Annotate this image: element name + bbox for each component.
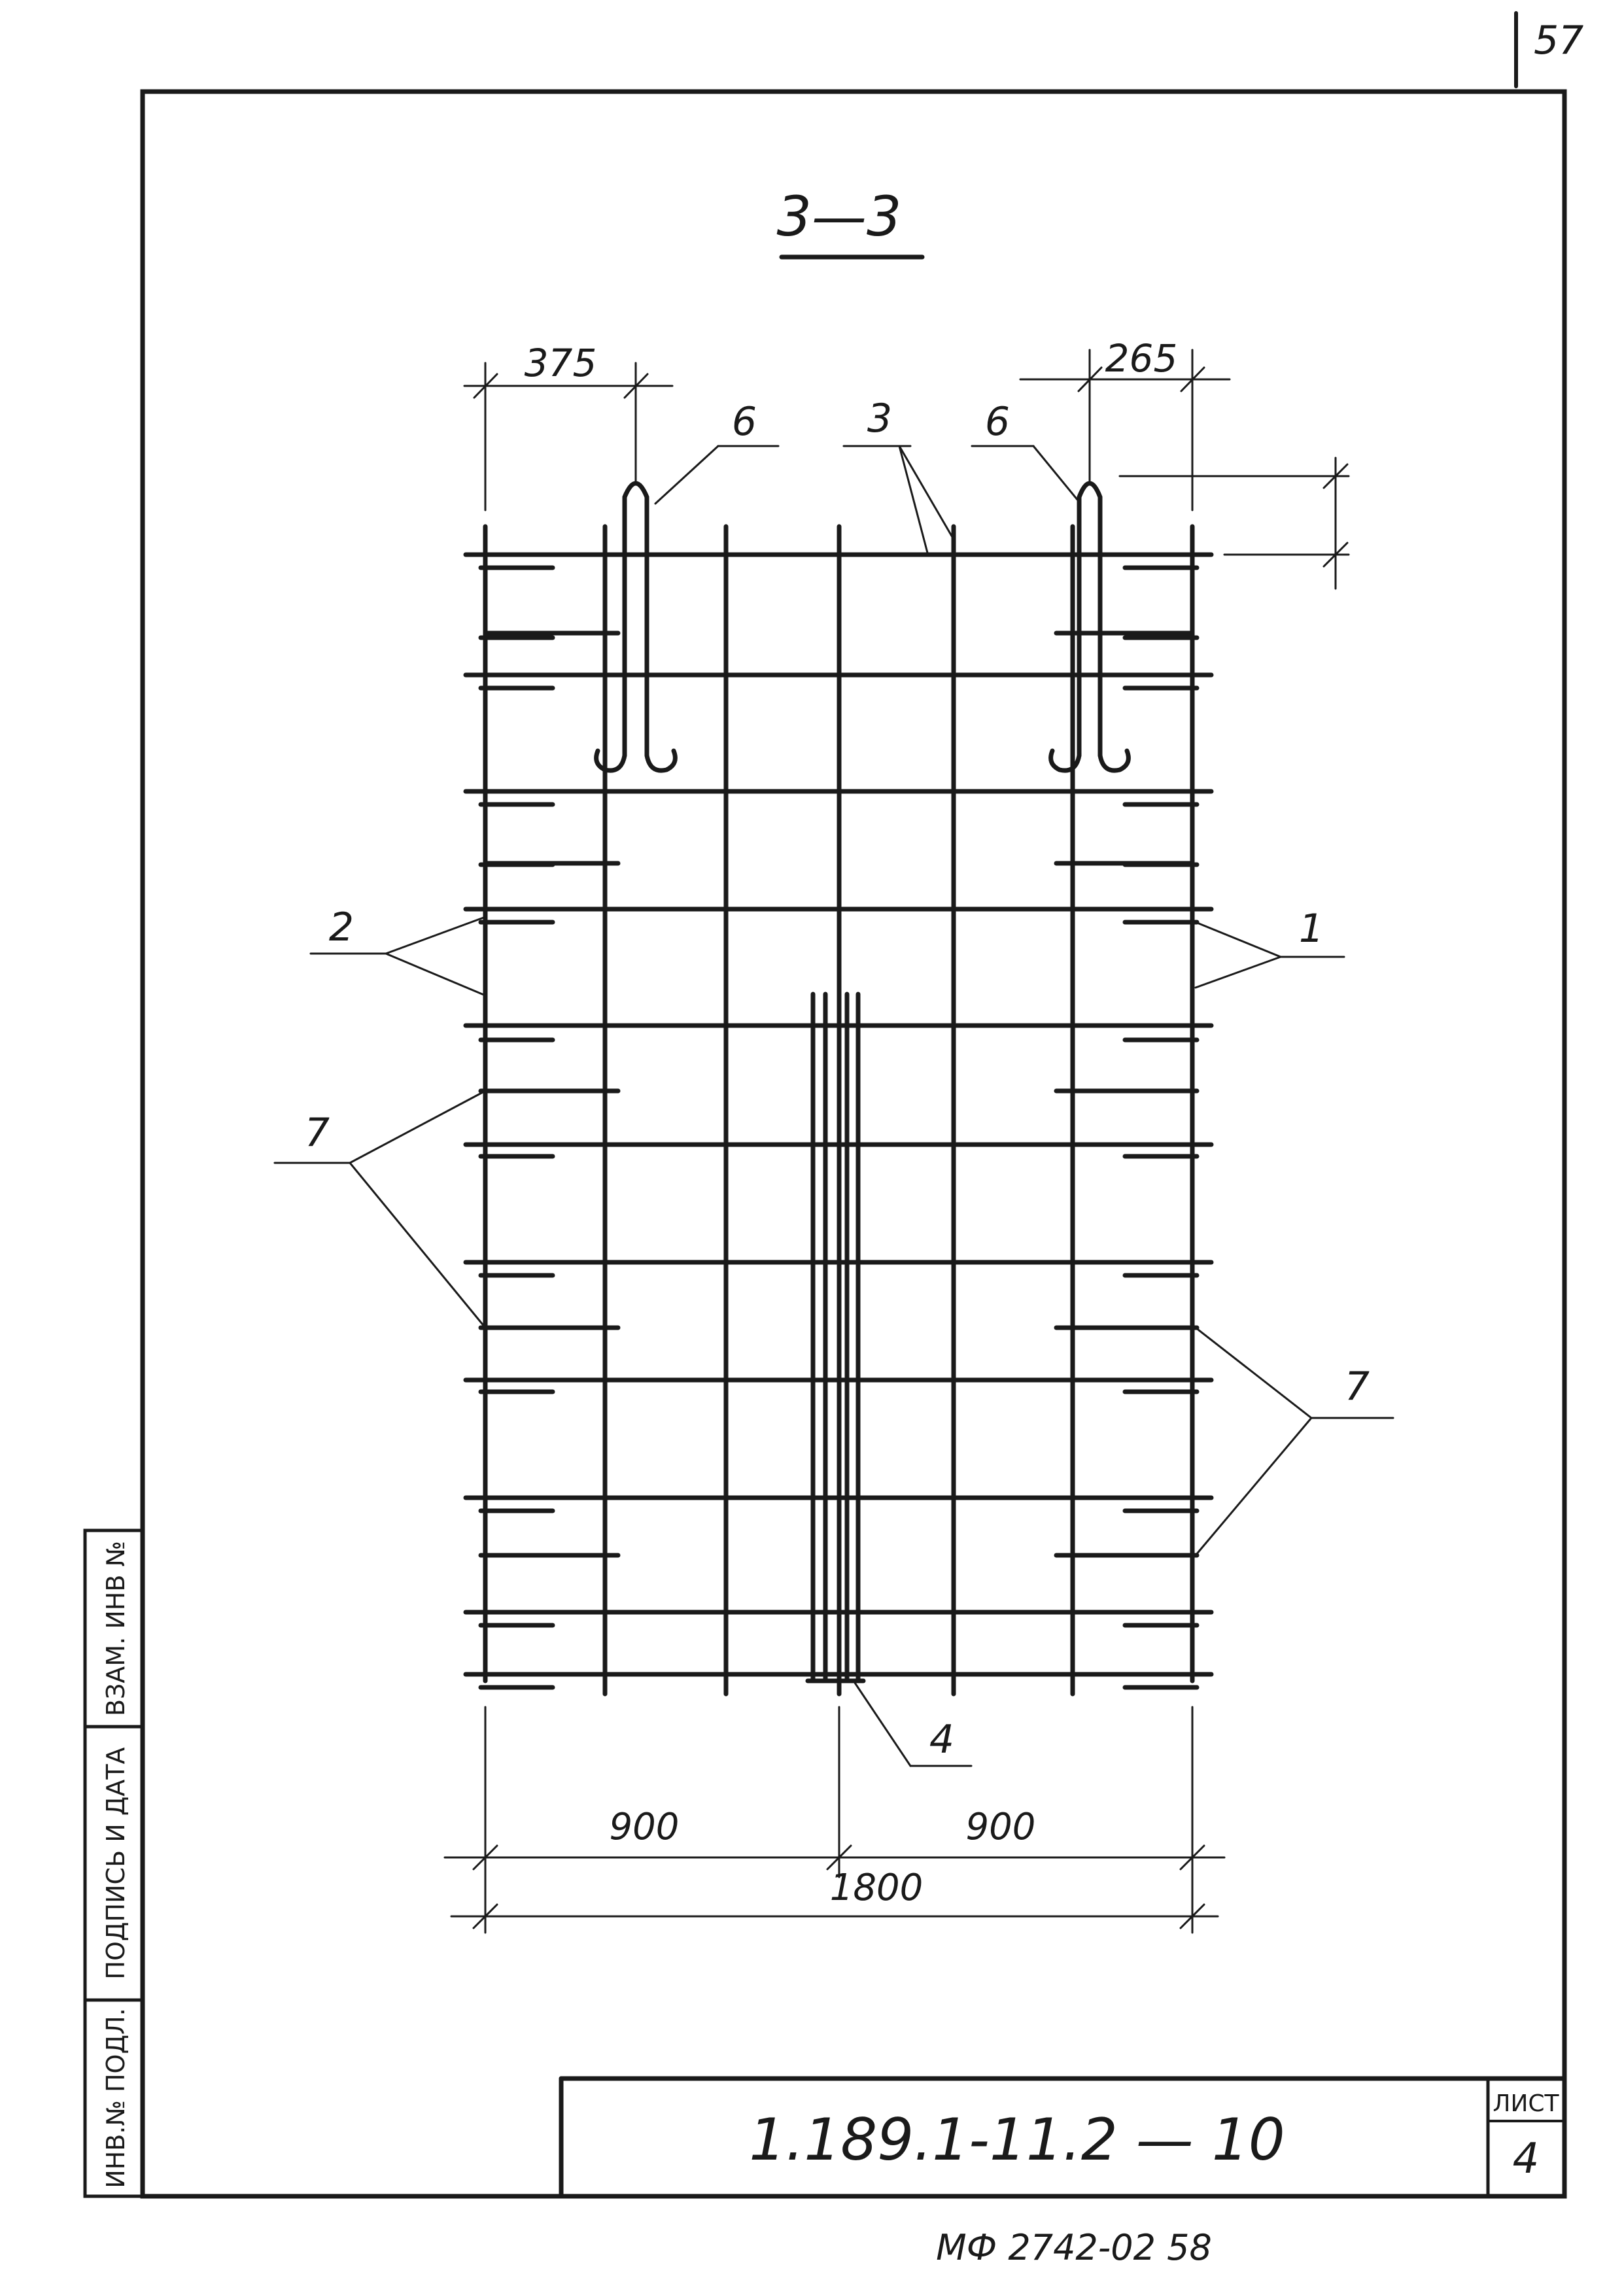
sheet-number: 4 <box>1513 2135 1540 2183</box>
dimension-right-vertical <box>1118 457 1350 590</box>
archive-code: МФ 2742-02 58 <box>936 2227 1212 2268</box>
svg-text:6: 6 <box>985 399 1010 445</box>
callout-1: 1 <box>1194 906 1345 989</box>
lifting-loop-right <box>1048 481 1131 773</box>
rebar-mesh <box>463 524 1214 1697</box>
dimension-bottom: 900 900 1800 <box>443 1706 1226 1934</box>
drawing-frame <box>140 89 1567 2199</box>
svg-text:7: 7 <box>1345 1364 1370 1409</box>
document-code: 1.189.1-11.2 — 10 <box>749 2106 1285 2173</box>
dimension-top-right: 265 <box>1019 336 1231 511</box>
dim-900-left: 900 <box>610 1806 680 1848</box>
dimension-top-left: 375 <box>463 341 674 511</box>
callout-6-right: 6 <box>971 399 1079 502</box>
svg-text:7: 7 <box>305 1110 330 1156</box>
side-stamp: ВЗАМ. ИНВ № ПОДПИСЬ И ДАТА ИНВ.№ ПОДЛ. <box>83 1528 145 2198</box>
callout-7-right: 7 <box>1194 1326 1394 1557</box>
sheet-label: ЛИСТ <box>1493 2090 1559 2117</box>
svg-text:ПОДПИСЬ И ДАТА: ПОДПИСЬ И ДАТА <box>101 1747 130 1979</box>
title-block: 1.189.1-11.2 — 10 ЛИСТ 4 <box>559 2076 1567 2199</box>
svg-text:3: 3 <box>867 396 892 441</box>
svg-text:ВЗАМ. ИНВ №: ВЗАМ. ИНВ № <box>101 1541 130 1716</box>
callout-4: 4 <box>852 1680 973 1767</box>
svg-text:1: 1 <box>1299 906 1324 952</box>
section-title: 3—3 <box>777 184 902 249</box>
callout-6-left: 6 <box>654 399 780 505</box>
sheet-corner-number: 57 <box>1534 18 1583 63</box>
svg-text:6: 6 <box>732 399 757 445</box>
dim-1800: 1800 <box>830 1867 924 1909</box>
central-insert <box>805 992 866 1683</box>
lifting-loop-left <box>594 481 678 773</box>
dim-375: 375 <box>525 341 597 385</box>
callout-7-left: 7 <box>273 1090 487 1329</box>
dim-265: 265 <box>1105 336 1178 381</box>
svg-text:2: 2 <box>329 905 354 950</box>
callout-3: 3 <box>842 396 956 554</box>
callout-2: 2 <box>309 905 487 997</box>
svg-text:ИНВ.№ ПОДЛ.: ИНВ.№ ПОДЛ. <box>101 2008 130 2188</box>
dim-900-right: 900 <box>966 1806 1036 1848</box>
svg-text:4: 4 <box>929 1717 954 1763</box>
